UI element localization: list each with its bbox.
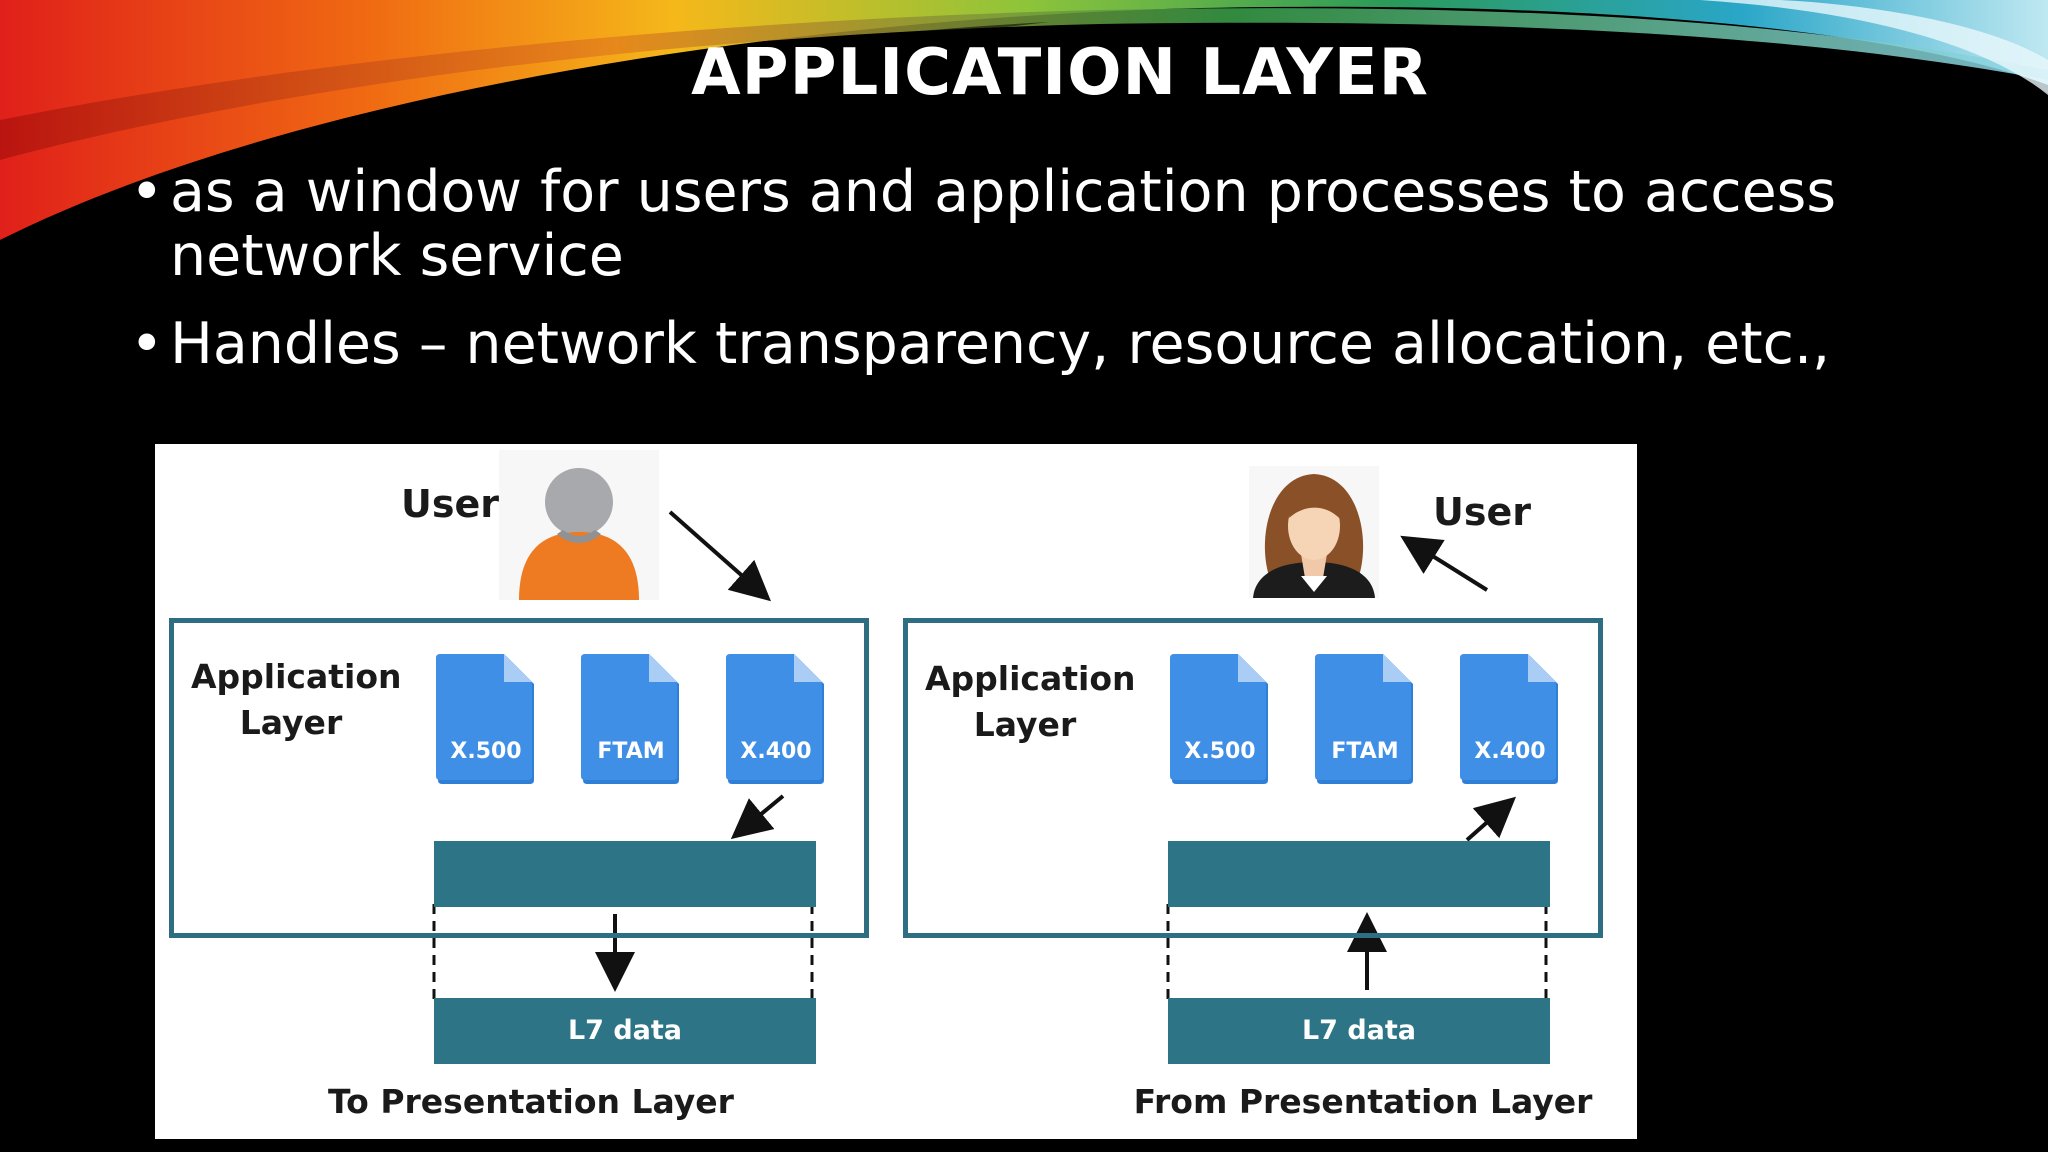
application-data-bar bbox=[434, 841, 816, 907]
bullet-text: as a window for users and application pr… bbox=[170, 159, 1837, 289]
bullet-dot: • bbox=[130, 159, 164, 225]
bullet-list: •as a window for users and application p… bbox=[130, 160, 1930, 400]
l7-data-bar bbox=[434, 998, 816, 1064]
application-layer-panel bbox=[903, 618, 1603, 938]
application-layer-panel bbox=[169, 618, 869, 938]
user-label: User bbox=[401, 482, 499, 526]
l7-data-bar bbox=[1168, 998, 1550, 1064]
app-to-user-arrow bbox=[1400, 535, 1489, 592]
male-user-icon bbox=[499, 450, 659, 600]
l7-data-label: L7 data bbox=[567, 1015, 683, 1046]
panel-label-line: Application bbox=[191, 657, 402, 696]
bar-to-doc-arrow bbox=[1465, 796, 1516, 842]
user-label: User bbox=[1433, 490, 1531, 534]
document-icon bbox=[1315, 654, 1413, 784]
diagram-caption: From Presentation Layer bbox=[1133, 1082, 1593, 1121]
panel-label: Application Layer bbox=[191, 654, 402, 746]
panel-label-line: Layer bbox=[239, 703, 343, 742]
panel-label: Application Layer bbox=[925, 656, 1136, 748]
document-icon bbox=[436, 654, 534, 784]
doc-label: FTAM bbox=[1331, 739, 1399, 764]
bullet-text: Handles – network transparency, resource… bbox=[170, 311, 1831, 377]
female-user-icon bbox=[1249, 466, 1379, 598]
diagram-caption: To Presentation Layer bbox=[328, 1082, 734, 1121]
slide-title: APPLICATION LAYER bbox=[691, 36, 1429, 110]
bullet-item: •Handles – network transparency, resourc… bbox=[130, 312, 1930, 376]
panel-label-line: Layer bbox=[973, 705, 1077, 744]
document-icon bbox=[1460, 654, 1558, 784]
doc-to-bar-arrow bbox=[730, 794, 785, 840]
document-icon bbox=[1170, 654, 1268, 784]
application-data-bar bbox=[1168, 841, 1550, 907]
doc-label: X.400 bbox=[1474, 739, 1546, 764]
application-layer-diagram: User Application Layer X.500 FTAM X.400 … bbox=[155, 444, 1637, 1139]
document-icon bbox=[726, 654, 824, 784]
doc-label: X.500 bbox=[1184, 739, 1256, 764]
bullet-item: •as a window for users and application p… bbox=[130, 160, 1930, 288]
doc-label: X.500 bbox=[450, 739, 522, 764]
document-icon bbox=[581, 654, 679, 784]
bullet-dot: • bbox=[130, 311, 164, 377]
doc-label: FTAM bbox=[597, 739, 665, 764]
diagram-connectors bbox=[432, 510, 1548, 1000]
l7-data-label: L7 data bbox=[1301, 1015, 1417, 1046]
doc-label: X.400 bbox=[740, 739, 812, 764]
panel-label-line: Application bbox=[925, 659, 1136, 698]
user-to-app-arrow bbox=[668, 510, 771, 602]
rainbow-banner bbox=[0, 0, 2048, 260]
